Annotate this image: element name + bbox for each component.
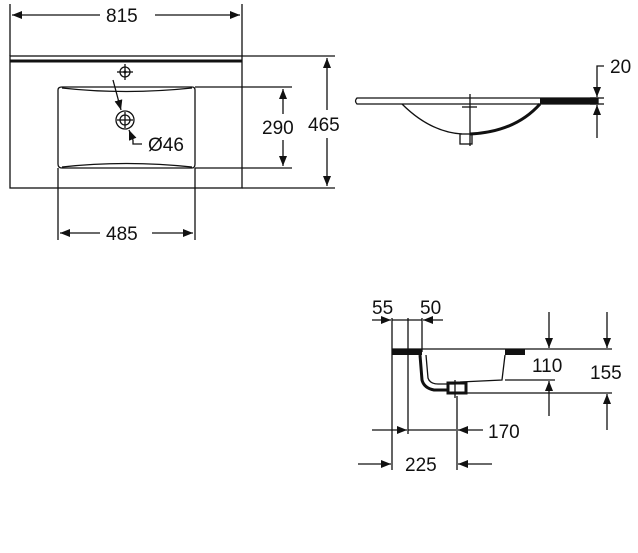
top-view: Ø46 815 290 465 485 [9, 4, 340, 245]
dimension-170: 170 [488, 422, 520, 443]
depth-dimension: 465 [308, 115, 340, 136]
thickness-dimension: 20 [610, 57, 631, 78]
side-view: 55 50 110 155 170 225 [358, 298, 622, 476]
bowl-outline [57, 86, 196, 169]
dimension-50: 50 [420, 298, 441, 319]
bowl-depth-dimension: 290 [262, 118, 294, 139]
tap-hole-icon [117, 64, 133, 80]
dimension-225: 225 [405, 455, 437, 476]
width-dimension: 815 [106, 6, 138, 27]
bowl-width-dimension: 485 [106, 224, 138, 245]
dimension-55: 55 [372, 298, 393, 319]
dimension-155: 155 [590, 363, 622, 384]
dimension-110: 110 [532, 356, 562, 377]
drain-icon [115, 110, 135, 130]
front-view: 20 [354, 57, 631, 146]
basin-outline [9, 55, 243, 189]
drain-diameter-label: Ø46 [148, 135, 184, 156]
